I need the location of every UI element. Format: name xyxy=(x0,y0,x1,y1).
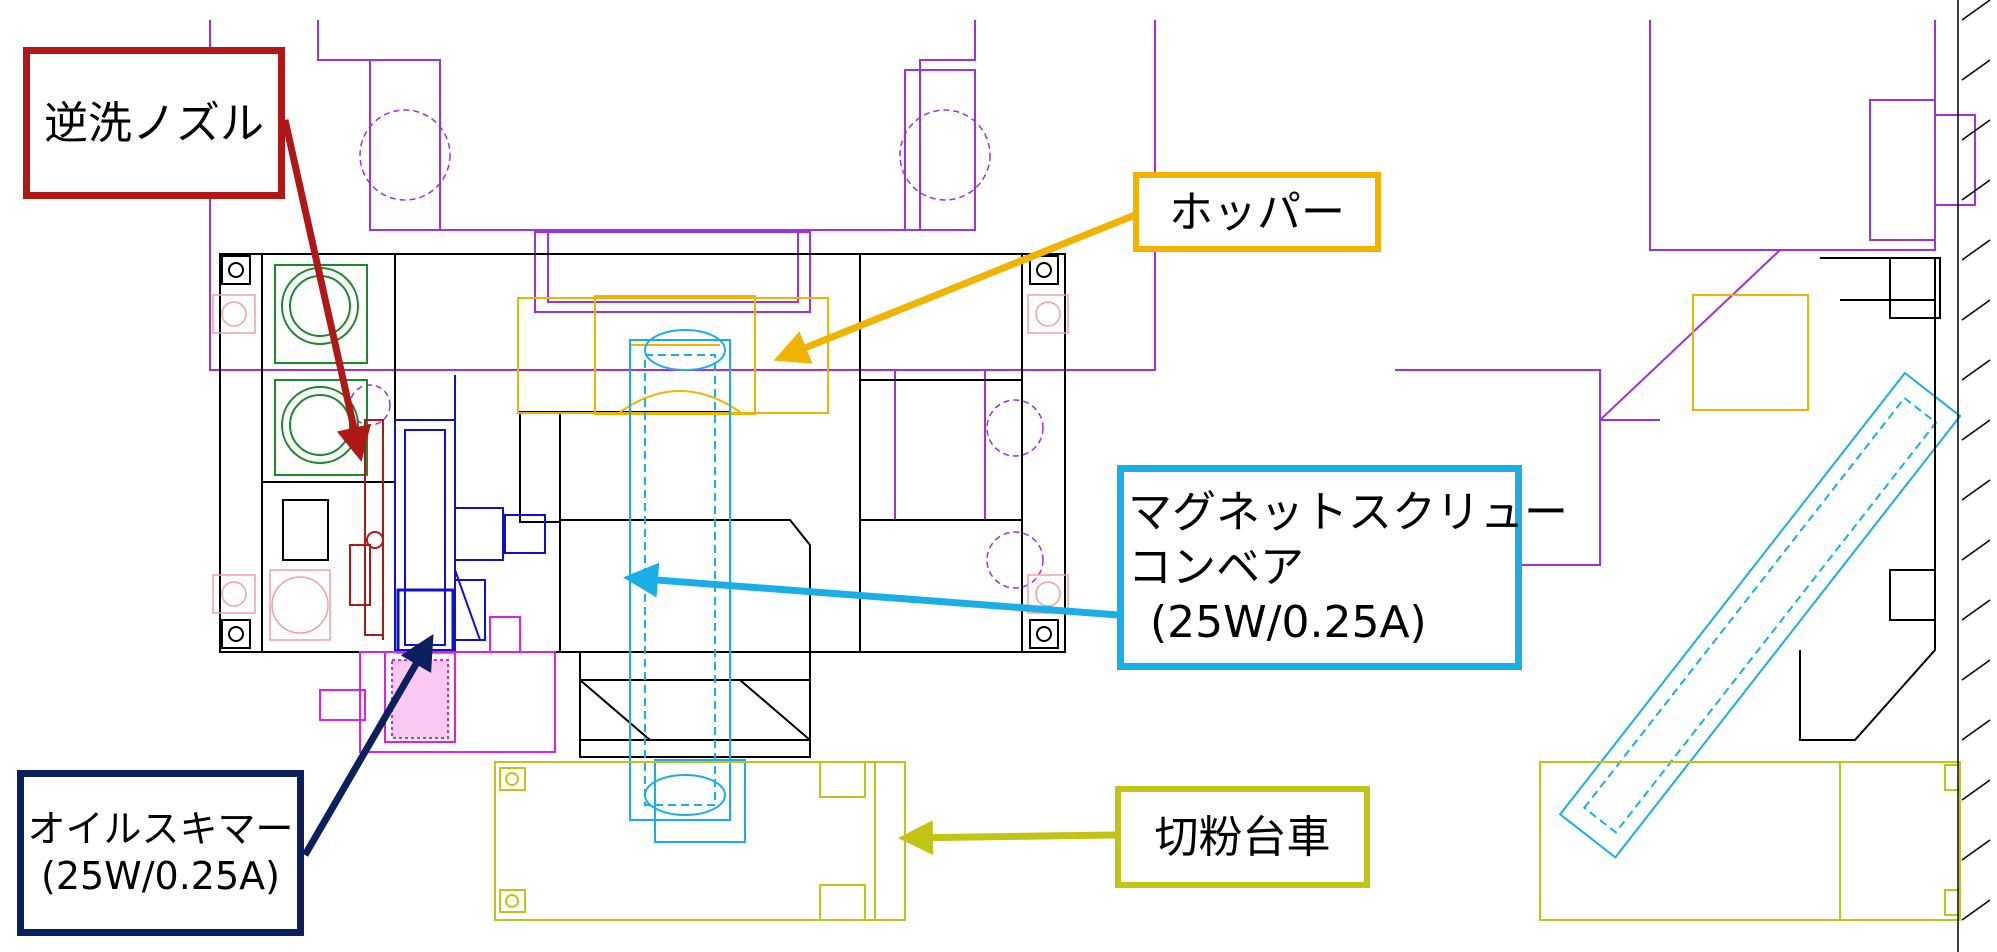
conveyor-drawing xyxy=(629,329,1962,859)
chip-cart-label: 切粉台車 xyxy=(1115,786,1370,888)
chip-cart-drawing xyxy=(494,761,1961,921)
magnet-conveyor-text-line2: コンベア xyxy=(1128,542,1304,593)
arrow-cart xyxy=(898,820,1116,856)
pink-brackets xyxy=(212,294,1069,641)
callout-arrows xyxy=(281,119,1137,857)
corner-bolts xyxy=(221,255,1059,649)
nozzle-drawing xyxy=(349,419,384,640)
arrow-nozzle xyxy=(281,119,371,462)
skimmer-drawing xyxy=(394,375,546,654)
backwash-nozzle-label: 逆洗ノズル xyxy=(23,47,285,199)
hopper-label: ホッパー xyxy=(1133,172,1381,252)
arrow-hopper xyxy=(773,211,1137,364)
arrow-skimmer xyxy=(301,633,434,857)
right-cart-hopper xyxy=(1692,294,1809,411)
hopper-drawing xyxy=(517,295,829,415)
strainer-drawing xyxy=(319,616,556,753)
oil-skimmer-text: オイルスキマー xyxy=(27,806,294,851)
arrow-conveyor xyxy=(623,562,1119,619)
oil-skimmer-label: オイルスキマー (25W/0.25A) xyxy=(17,770,304,936)
chip-cart-text: 切粉台車 xyxy=(1154,811,1331,863)
wall-hatch xyxy=(1957,0,1991,952)
machine-outline-purple xyxy=(209,20,1976,566)
magnet-conveyor-label: マグネットスクリュー コンベア (25W/0.25A) xyxy=(1117,465,1568,670)
magnet-conveyor-spec: (25W/0.25A) xyxy=(1150,597,1427,648)
hopper-text: ホッパー xyxy=(1169,186,1345,238)
dashed-circles xyxy=(349,109,1044,589)
coolant-tank xyxy=(219,253,1066,758)
backwash-nozzle-text: 逆洗ノズル xyxy=(44,97,264,149)
right-side-machine xyxy=(1799,257,1941,741)
magnet-conveyor-text-line1: マグネットスクリュー xyxy=(1128,487,1568,538)
oil-skimmer-spec: (25W/0.25A) xyxy=(41,854,280,898)
